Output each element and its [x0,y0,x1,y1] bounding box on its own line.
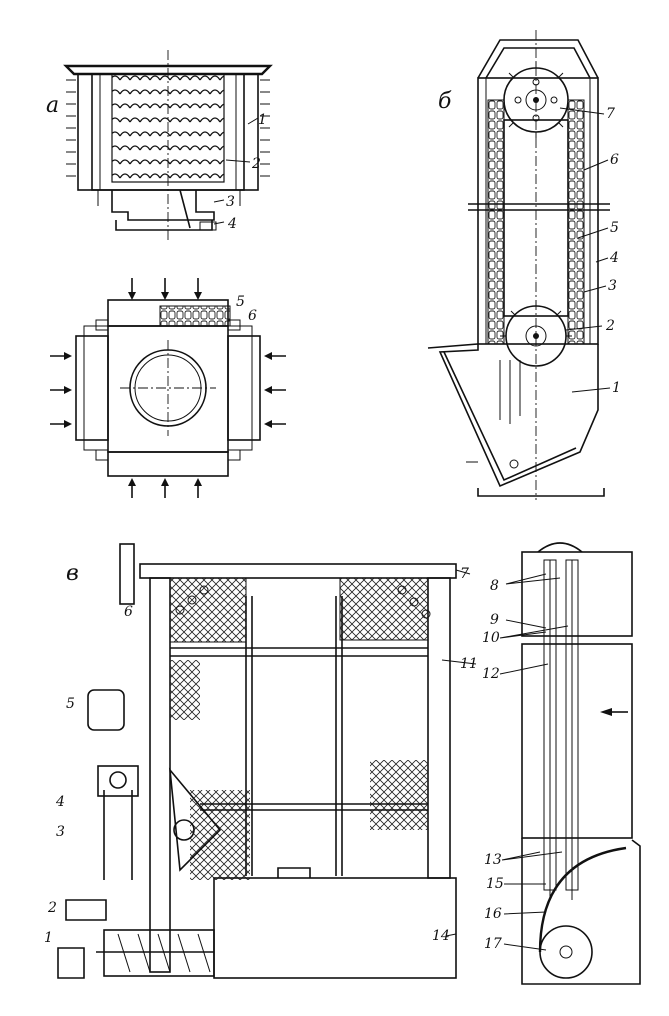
section-label-a: а [46,93,59,118]
drawing-a-top [63,50,273,240]
drawing-v-side [521,542,641,985]
drawing-a-plan [50,278,286,498]
label-v-1: 1 [44,930,53,946]
label-v-5: 5 [66,696,75,712]
label-v-17: 17 [484,936,502,952]
labels-v: в 1 2 3 4 5 6 7 8 9 10 11 12 13 14 15 16… [44,561,569,952]
label-v-2: 2 [47,900,57,916]
label-a-3: 3 [226,194,235,210]
label-b-6: 6 [610,152,619,168]
label-v-16: 16 [484,906,502,922]
label-v-10: 10 [482,630,500,646]
labels-a: а 1 2 3 4 5 6 [46,93,267,324]
label-v-6: 6 [124,604,133,620]
label-b-3: 3 [608,278,617,294]
label-v-7: 7 [460,566,469,582]
label-a-4: 4 [227,216,237,232]
label-b-7: 7 [606,106,615,122]
label-v-12: 12 [482,666,500,682]
section-label-v: в [66,561,79,586]
label-v-4: 4 [55,794,65,810]
section-label-b: б [438,89,452,114]
label-v-14: 14 [432,928,450,944]
label-b-1: 1 [612,380,621,396]
label-v-13: 13 [484,852,502,868]
label-v-15: 15 [486,876,504,892]
label-v-3: 3 [56,824,65,840]
labels-b: б 7 6 5 4 3 2 1 [438,89,621,396]
drawing-b-elevator [427,30,610,500]
label-b-4: 4 [609,250,619,266]
label-a-5: 5 [236,294,245,310]
label-b-5: 5 [610,220,619,236]
drawing-v-dryer [57,543,457,979]
label-a-6: 6 [248,308,257,324]
label-v-8: 8 [490,578,499,594]
label-v-9: 9 [490,612,499,628]
label-v-11: 11 [460,656,478,672]
label-a-1: 1 [258,112,267,128]
label-b-2: 2 [605,318,615,334]
label-a-2: 2 [251,156,261,172]
